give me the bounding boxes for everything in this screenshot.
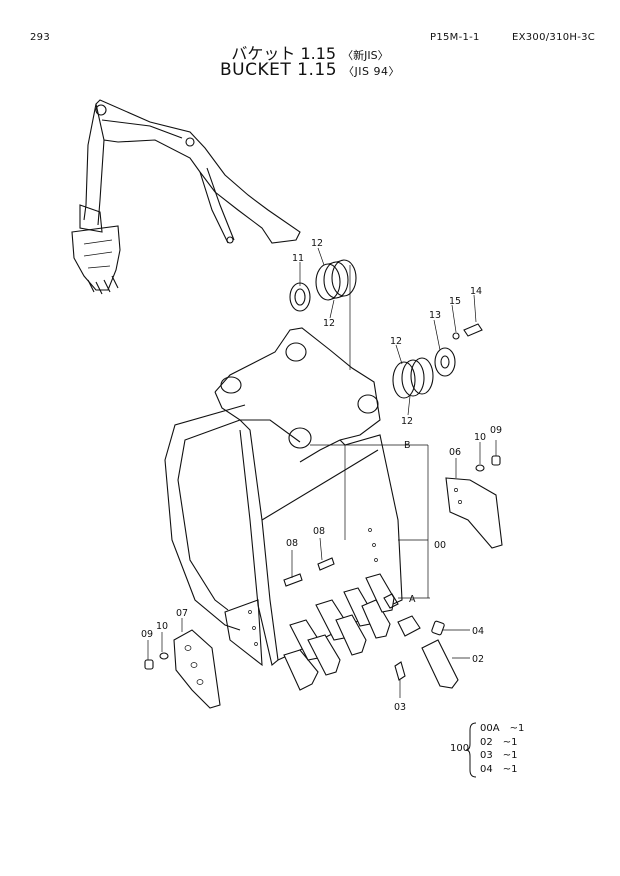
kit-item: 04 ~1 xyxy=(480,763,524,777)
callout-label: 00 xyxy=(434,540,446,551)
callout-label: 03 xyxy=(394,702,406,713)
title-english: BUCKET 1.15 〈JIS 94〉 xyxy=(0,60,620,80)
bolt-08 xyxy=(283,557,335,587)
callout-label: 14 xyxy=(470,286,482,297)
tooth-02-detail xyxy=(383,593,459,689)
kit-item: 02 ~1 xyxy=(480,736,524,750)
side-cutter-left xyxy=(144,629,221,709)
bucket-body xyxy=(164,327,403,667)
model-number: EX300/310H-3C xyxy=(512,32,596,43)
callout-label: 10 xyxy=(474,432,486,443)
callout-label: 11 xyxy=(292,253,304,264)
pin-assembly-right xyxy=(392,323,483,399)
callout-label: B xyxy=(404,440,411,451)
figure-code: P15M-1-1 xyxy=(430,32,480,43)
kit-item: 03 ~1 xyxy=(480,749,524,763)
kit-item-part: 04 xyxy=(480,763,493,775)
callout-label: 13 xyxy=(429,310,441,321)
callout-label: 15 xyxy=(449,296,461,307)
kit-items: 00A~1 02~1 03~1 04~1 xyxy=(480,722,524,776)
kit-item-qty: ~1 xyxy=(502,750,518,761)
brace-icon xyxy=(466,722,477,778)
kit-item-qty: ~1 xyxy=(502,736,518,748)
callout-label: 12 xyxy=(323,318,335,329)
kit-item: 00A ~1 xyxy=(480,722,524,736)
kit-item-part: 03 xyxy=(480,750,493,761)
title-japanese-note: 〈新JIS〉 xyxy=(342,49,389,62)
callout-label: 02 xyxy=(472,654,484,665)
callout-label: A xyxy=(409,594,416,605)
title-english-text: BUCKET 1.15 xyxy=(220,60,338,80)
callout-label: 04 xyxy=(472,626,484,637)
page-number: 293 xyxy=(30,32,50,43)
callout-label: 12 xyxy=(311,238,323,249)
callout-labels: 12 11 12 14 15 13 12 12 B 10 09 06 08 08… xyxy=(141,238,502,713)
callout-label: 07 xyxy=(176,608,188,619)
excavator-arm-thumbnail xyxy=(71,99,301,295)
bucket-teeth xyxy=(283,573,395,691)
kit-item-part: 00A xyxy=(480,723,500,734)
callout-label: 12 xyxy=(390,336,402,347)
callout-label: 09 xyxy=(490,425,502,436)
side-cutter-right xyxy=(445,455,503,549)
pin-assembly-upper xyxy=(289,259,357,370)
kit-item-qty: ~1 xyxy=(509,723,525,734)
callout-label: 12 xyxy=(401,416,413,427)
leader-lines xyxy=(147,247,497,698)
callout-label: 08 xyxy=(286,538,298,549)
callout-label: 10 xyxy=(156,621,168,632)
title-japanese: バケット 1.15 〈新JIS〉 xyxy=(0,40,620,64)
title-english-note: 〈JIS 94〉 xyxy=(343,65,400,78)
title-japanese-text: バケット 1.15 xyxy=(231,44,337,63)
callout-label: 09 xyxy=(141,629,153,640)
kit-item-part: 02 xyxy=(480,736,493,748)
callout-label: 08 xyxy=(313,526,325,537)
callout-label: 06 xyxy=(449,447,461,458)
kit-number: 100 xyxy=(450,743,470,754)
kit-item-qty: ~1 xyxy=(502,763,518,775)
